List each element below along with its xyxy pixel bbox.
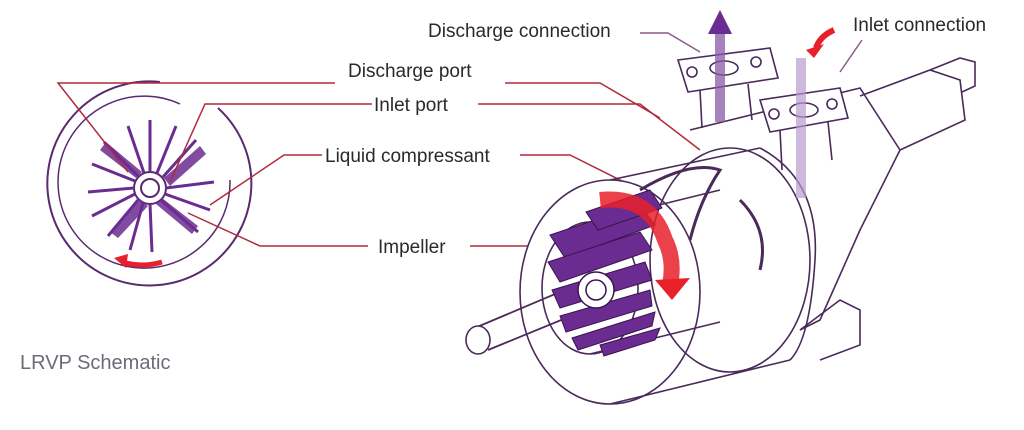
schematic-rotation-arrow-icon xyxy=(114,254,163,268)
label-inlet-port: Inlet port xyxy=(374,95,448,116)
label-discharge-connection: Discharge connection xyxy=(428,21,611,42)
pump-casing-body xyxy=(609,147,791,405)
compressant-flow-arrow-icon xyxy=(599,191,690,300)
schematic-liquid-ring xyxy=(57,95,231,269)
label-inlet-connection: Inlet connection xyxy=(853,15,987,36)
discharge-flange xyxy=(676,47,780,129)
pump-foot xyxy=(799,299,861,361)
schematic-caption: LRVP Schematic xyxy=(20,352,171,374)
schematic-impeller-blades xyxy=(87,120,215,253)
inlet-down-arrow-icon xyxy=(796,27,836,198)
label-liquid-compressant: Liquid compressant xyxy=(325,146,490,167)
schematic-blade-fill xyxy=(100,142,206,238)
leader-lines xyxy=(56,32,863,247)
label-impeller: Impeller xyxy=(378,237,446,258)
bearing-housing xyxy=(859,69,966,151)
impeller-rotor xyxy=(547,189,663,357)
shaft-end xyxy=(929,57,976,93)
label-discharge-port: Discharge port xyxy=(348,61,472,82)
lrvp-schematic xyxy=(46,80,253,287)
discharge-up-arrow-icon xyxy=(708,10,732,122)
schematic-casing xyxy=(46,80,253,287)
port-plate xyxy=(639,166,723,241)
